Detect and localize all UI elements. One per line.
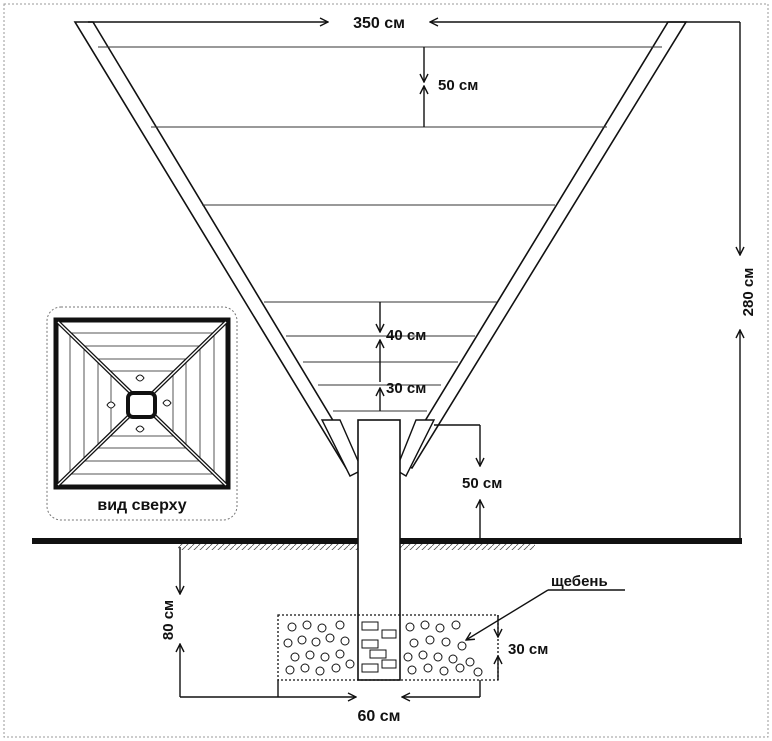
- gap-bottom-label: 30 см: [386, 380, 426, 397]
- right-collar: [395, 419, 436, 477]
- inset-ring-2: [83, 345, 201, 462]
- height-total-label: 280 см: [740, 268, 757, 317]
- inset-ring-3: [97, 358, 187, 449]
- outer-frame: [3, 3, 769, 738]
- left-collar: [320, 419, 363, 477]
- gap-lower-label: 40 см: [386, 327, 426, 344]
- gravel-footing: [277, 614, 499, 681]
- ground-hatch-right: [400, 544, 535, 550]
- dimension-lines: [88, 22, 740, 697]
- gravel-label: щебень: [551, 573, 608, 590]
- inset-ring-1: [69, 332, 215, 475]
- gravel-blocks: [361, 621, 397, 673]
- ground-left: [32, 538, 358, 544]
- top-view-label: вид сверху: [97, 497, 186, 514]
- gravel-width-label: 60 см: [358, 708, 401, 725]
- funnel: [73, 21, 688, 477]
- ground-hatch-left: [178, 544, 358, 550]
- inset-rain-drops: [106, 374, 172, 433]
- top-width-label: 350 см: [353, 15, 405, 32]
- gravel-stones: [283, 620, 483, 677]
- top-view-inset: вид сверху: [46, 306, 238, 521]
- ground-right: [400, 538, 742, 544]
- gravel-leader-arrow: [466, 589, 549, 640]
- gravel-height-label: 30 см: [508, 641, 548, 658]
- board-spacing-label: 50 см: [438, 77, 478, 94]
- above-ground-label: 50 см: [462, 475, 502, 492]
- gravel-pit-outline: [277, 614, 499, 681]
- ground: [32, 538, 742, 550]
- depth-label: 80 см: [160, 600, 177, 640]
- inset-center-post: [126, 391, 157, 419]
